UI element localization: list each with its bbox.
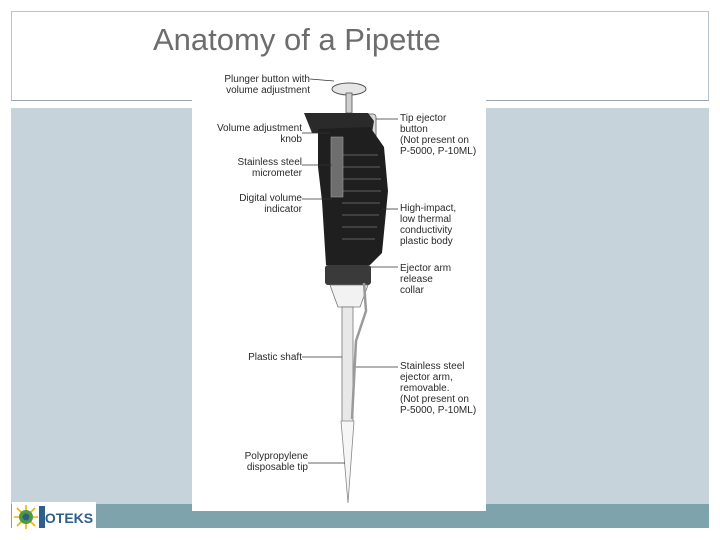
plunger-stem	[345, 92, 353, 114]
bioteks-logo: IOTEKS	[12, 502, 96, 532]
micrometer-window	[330, 136, 344, 198]
release-collar	[325, 265, 371, 285]
sun-logo-icon	[14, 505, 45, 529]
label-volume-knob: Volume adjustment knob	[216, 123, 302, 145]
label-plastic-body: High-impact, low thermal conductivity pl…	[400, 203, 457, 247]
label-plunger-button: Plunger button with volume adjustment	[224, 74, 310, 96]
label-plastic-shaft: Plastic shaft	[248, 352, 302, 363]
grip-ridges	[342, 154, 381, 240]
ejector-arm	[350, 282, 368, 420]
logo-text: IOTEKS	[41, 510, 94, 526]
label-volume-indicator: Digital volume indicator	[239, 193, 302, 215]
shaft-cone	[329, 284, 369, 308]
label-disposable-tip: Polypropylene disposable tip	[244, 451, 308, 473]
pipette-body	[318, 127, 388, 265]
label-ejector-arm: Stainless steel ejector arm, removable. …	[400, 361, 477, 416]
slide-title: Anatomy of a Pipette	[153, 22, 441, 57]
left-leader-lines	[302, 78, 345, 464]
pipette-figure: Plunger button with volume adjustment Vo…	[192, 71, 486, 511]
label-micrometer: Stainless steel micrometer	[237, 157, 302, 179]
pipette-illustration	[302, 78, 398, 504]
disposable-tip	[340, 420, 355, 504]
label-tip-ejector: Tip ejector button (Not present on P-500…	[400, 113, 477, 157]
right-leader-lines	[356, 118, 398, 368]
label-release-collar: Ejector arm release collar	[400, 263, 452, 296]
